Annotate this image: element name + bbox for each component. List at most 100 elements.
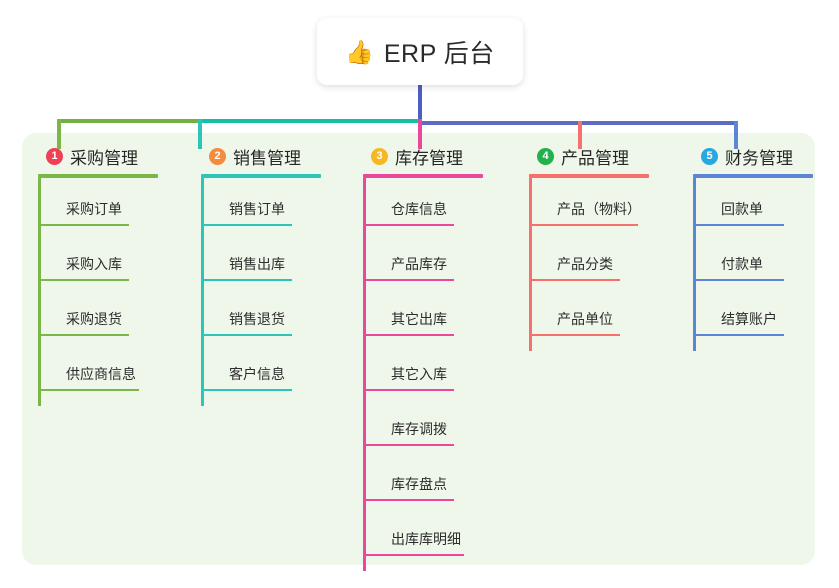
- thumbs-up-icon: 👍: [345, 38, 374, 65]
- leaf-label: 产品（物料）: [557, 201, 641, 217]
- leaf-underline: [696, 279, 784, 281]
- leaf-label: 采购订单: [66, 201, 122, 217]
- leaf-underline: [366, 279, 454, 281]
- leaf-label: 结算账户: [721, 311, 777, 327]
- column-title-4: 产品管理: [561, 148, 629, 168]
- leaf-node[interactable]: 结算账户: [696, 290, 825, 345]
- drop-connector-5: [734, 121, 738, 149]
- leaf-underline: [41, 389, 139, 391]
- leaf-node[interactable]: 其它入库: [366, 345, 510, 400]
- column-header-2[interactable]: 2 销售管理: [193, 143, 348, 169]
- column-items-4: 产品（物料） 产品分类产品单位: [529, 178, 676, 351]
- leaf-node[interactable]: 销售退货: [204, 290, 348, 345]
- leaf-node[interactable]: 供应商信息: [41, 345, 185, 400]
- column-title-5: 财务管理: [725, 148, 793, 168]
- leaf-node[interactable]: 产品单位: [532, 290, 676, 345]
- leaf-node[interactable]: 销售订单: [204, 180, 348, 235]
- leaf-underline: [366, 499, 454, 501]
- leaf-node[interactable]: 库存盘点: [366, 455, 510, 510]
- leaf-label: 付款单: [721, 256, 763, 272]
- leaf-underline: [204, 224, 292, 226]
- leaf-node[interactable]: 采购订单: [41, 180, 185, 235]
- column-badge-5: 5: [701, 147, 718, 165]
- leaf-label: 产品单位: [557, 311, 613, 327]
- column-header-3[interactable]: 3 库存管理: [355, 143, 510, 169]
- leaf-node[interactable]: 产品分类: [532, 235, 676, 290]
- leaf-label: 其它出库: [391, 311, 447, 327]
- leaf-node[interactable]: 付款单: [696, 235, 825, 290]
- column-spine-1: [38, 178, 41, 406]
- leaf-node[interactable]: 产品（物料）: [532, 180, 676, 235]
- leaf-underline: [696, 334, 784, 336]
- column-badge-1: 1: [46, 147, 63, 165]
- column-underline-5: [693, 174, 813, 178]
- leaf-node[interactable]: 仓库信息: [366, 180, 510, 235]
- leaf-underline: [366, 389, 454, 391]
- leaf-label: 库存盘点: [391, 476, 447, 492]
- leaf-underline: [696, 224, 784, 226]
- leaf-node[interactable]: 库存调拨: [366, 400, 510, 455]
- column-underline-1: [38, 174, 158, 178]
- column-underline-2: [201, 174, 321, 178]
- leaf-underline: [366, 444, 454, 446]
- column-title-3: 库存管理: [395, 148, 463, 168]
- column-badge-3: 3: [371, 147, 388, 165]
- root-node-card[interactable]: 👍 ERP 后台: [317, 18, 523, 85]
- drop-connector-2: [198, 119, 202, 149]
- leaf-underline: [41, 224, 129, 226]
- root-node-title: ERP 后台: [383, 39, 495, 68]
- column-title-2: 销售管理: [233, 148, 301, 168]
- diagram-panel: [22, 133, 815, 565]
- leaf-node[interactable]: 产品库存: [366, 235, 510, 290]
- leaf-label: 仓库信息: [391, 201, 447, 217]
- leaf-underline: [204, 334, 292, 336]
- drop-connector-1: [57, 119, 61, 149]
- leaf-underline: [204, 389, 292, 391]
- column-header-5[interactable]: 5 财务管理: [685, 143, 825, 169]
- leaf-node[interactable]: 采购入库: [41, 235, 185, 290]
- leaf-node[interactable]: 其它出库: [366, 290, 510, 345]
- leaf-underline: [41, 334, 129, 336]
- leaf-underline: [366, 224, 454, 226]
- column-items-3: 仓库信息产品库存其它出库其它入库库存调拨库存盘点出库库明细: [363, 178, 510, 571]
- leaf-label: 采购入库: [66, 256, 122, 272]
- column-items-1: 采购订单采购入库采购退货供应商信息: [38, 178, 185, 406]
- leaf-node[interactable]: 采购退货: [41, 290, 185, 345]
- leaf-node[interactable]: 客户信息: [204, 345, 348, 400]
- leaf-underline: [366, 554, 464, 556]
- leaf-underline: [532, 279, 620, 281]
- leaf-underline: [532, 224, 638, 226]
- leaf-label: 其它入库: [391, 366, 447, 382]
- leaf-label: 销售订单: [229, 201, 285, 217]
- leaf-node[interactable]: 出库库明细: [366, 510, 510, 565]
- column-spine-3: [363, 178, 366, 571]
- leaf-label: 出库库明细: [391, 531, 461, 547]
- column-items-5: 回款单付款单结算账户: [693, 178, 825, 351]
- column-2: 2 销售管理销售订单销售出库销售退货客户信息: [193, 143, 348, 406]
- column-badge-2: 2: [209, 147, 226, 165]
- leaf-underline: [366, 334, 454, 336]
- column-spine-2: [201, 178, 204, 406]
- leaf-label: 供应商信息: [66, 366, 136, 382]
- column-3: 3 库存管理仓库信息产品库存其它出库其它入库库存调拨库存盘点出库库明细: [355, 143, 510, 571]
- leaf-node[interactable]: 回款单: [696, 180, 825, 235]
- leaf-label: 采购退货: [66, 311, 122, 327]
- bus-connector-mid: [198, 119, 420, 123]
- leaf-underline: [41, 279, 129, 281]
- leaf-label: 产品分类: [557, 256, 613, 272]
- leaf-label: 回款单: [721, 201, 763, 217]
- drop-connector-3: [418, 119, 422, 149]
- column-underline-4: [529, 174, 649, 178]
- column-5: 5 财务管理回款单付款单结算账户: [685, 143, 825, 351]
- column-items-2: 销售订单销售出库销售退货客户信息: [201, 178, 348, 406]
- leaf-underline: [204, 279, 292, 281]
- column-spine-4: [529, 178, 532, 351]
- leaf-node[interactable]: 销售出库: [204, 235, 348, 290]
- leaf-label: 库存调拨: [391, 421, 447, 437]
- leaf-label: 销售出库: [229, 256, 285, 272]
